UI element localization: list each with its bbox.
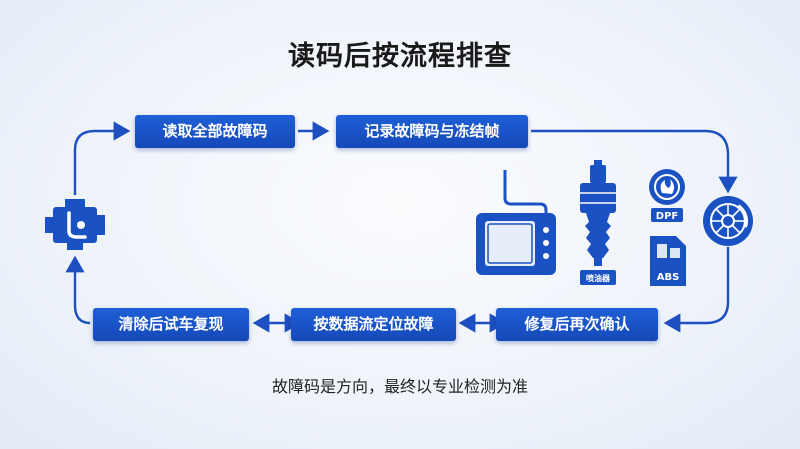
engine-icon bbox=[45, 199, 105, 250]
page-title: 读码后按流程排查 bbox=[288, 41, 512, 72]
flow-arrow-engine-to-read bbox=[73, 121, 131, 195]
abs-module-icon: ABS bbox=[650, 236, 686, 286]
dpf-label: DPF bbox=[656, 211, 678, 222]
flow-arrow-disc-to-repair bbox=[663, 247, 730, 333]
brake-disc-icon bbox=[703, 196, 753, 246]
step-data-stream: 按数据流定位故障 bbox=[291, 308, 456, 341]
step-repair-confirm: 修复后再次确认 bbox=[496, 308, 658, 341]
flow-arrow-record-to-disc bbox=[531, 129, 738, 194]
abs-label: ABS bbox=[657, 272, 680, 283]
dpf-icon: DPF bbox=[649, 169, 685, 222]
flow-arrow-clear-to-engine bbox=[65, 255, 91, 325]
footer-note: 故障码是方向，最终以专业检测为准 bbox=[271, 377, 528, 396]
step-read-codes: 读取全部故障码 bbox=[135, 115, 295, 148]
injector-label: 喷油器 bbox=[586, 273, 611, 283]
injector-icon: 喷油器 bbox=[580, 160, 616, 285]
scanner-icon bbox=[476, 170, 556, 275]
step-clear-test: 清除后试车复现 bbox=[93, 308, 249, 341]
step-record-codes: 记录故障码与冻结帧 bbox=[336, 115, 528, 148]
